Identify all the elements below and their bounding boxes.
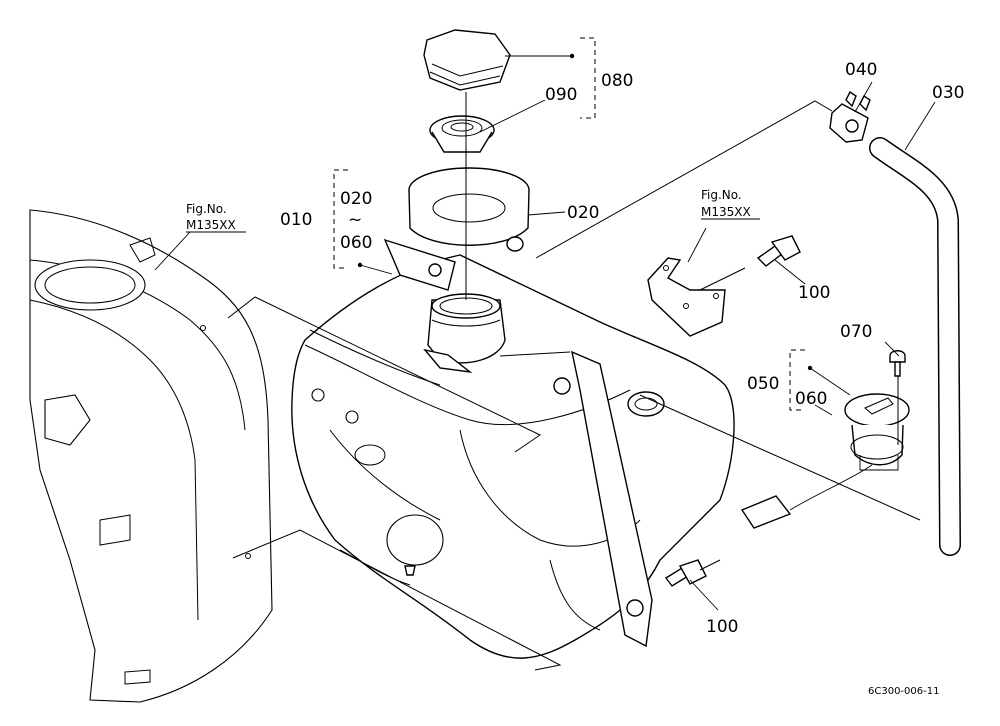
callout-100-top: 100: [798, 283, 830, 303]
tank-cap: [423, 29, 511, 91]
hose-fitting-top: [756, 235, 801, 267]
callout-020-top: 020: [340, 189, 372, 209]
fig-ref-left: Fig.No. M135XX: [186, 202, 246, 233]
callout-020-side: 020: [567, 203, 599, 223]
fig-ref-left-line1: Fig.No.: [186, 202, 227, 216]
callout-060-range: 060: [340, 233, 372, 253]
hose-fitting-bottom: [664, 559, 707, 587]
fig-ref-right-line1: Fig.No.: [701, 188, 742, 202]
callout-050: 050: [747, 374, 779, 394]
screw: [889, 350, 906, 377]
tank-bracket: [383, 238, 653, 648]
drawing-code: 6C300-006-11: [868, 686, 939, 697]
fig-ref-right: Fig.No. M135XX: [701, 188, 760, 220]
callout-100-bottom: 100: [706, 617, 738, 637]
fuel-gauge-unit: [740, 393, 910, 529]
callout-010: 010: [280, 210, 312, 230]
strainer: [429, 115, 495, 153]
callout-030: 030: [932, 83, 964, 103]
assembly-lines: [227, 92, 921, 671]
callout-090: 090: [545, 85, 577, 105]
breather-hose: [869, 137, 961, 556]
small-bracket: [647, 257, 726, 337]
leader-lines: [154, 53, 936, 611]
callout-040: 040: [845, 60, 877, 80]
fig-ref-right-line2: M135XX: [701, 205, 751, 219]
callout-070: 070: [840, 322, 872, 342]
range-mark: ~: [348, 210, 362, 230]
hose-clamp: [829, 90, 871, 143]
body-panel-ghost: [29, 209, 273, 703]
group-brackets: [333, 37, 805, 411]
fig-ref-left-line2: M135XX: [186, 218, 236, 232]
filler-collar: [408, 167, 530, 252]
callout-080: 080: [601, 71, 633, 91]
callout-060-unit: 060: [795, 389, 827, 409]
